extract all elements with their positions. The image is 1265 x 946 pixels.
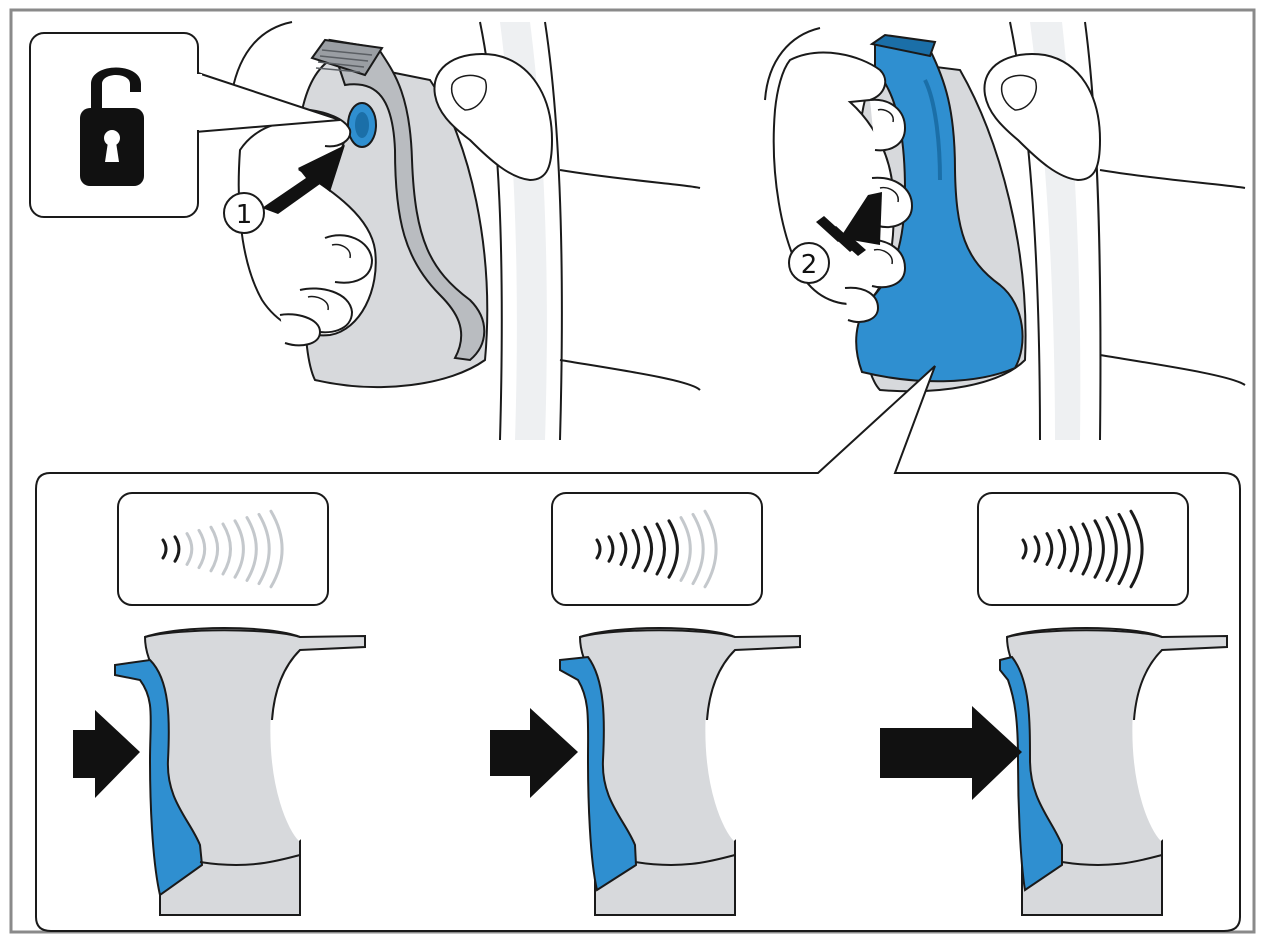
- speed-box-low: [118, 493, 328, 605]
- speed-box-medium: [552, 493, 762, 605]
- unlock-button-core: [355, 112, 369, 138]
- step-1-number: 1: [236, 200, 253, 230]
- callout-seam-cover: [194, 74, 202, 130]
- step-2-number: 2: [801, 250, 818, 280]
- speed-box-high: [978, 493, 1188, 605]
